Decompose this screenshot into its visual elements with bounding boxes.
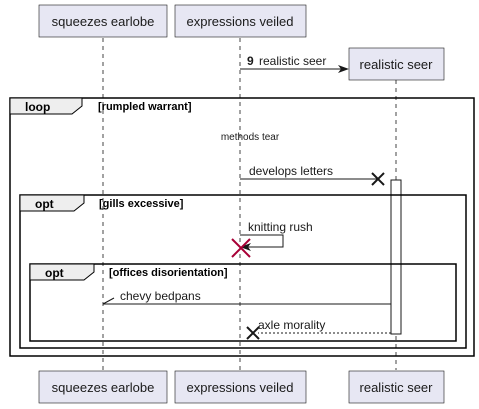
- participant-box: [348, 370, 445, 404]
- participant-box: [38, 370, 168, 404]
- message-label: axle morality: [258, 318, 325, 332]
- message-line: [240, 234, 284, 248]
- fragment-keyword: loop: [25, 100, 50, 114]
- fragment-frame: [29, 263, 457, 342]
- participant-box: [174, 370, 307, 404]
- divider-label: methods tear: [221, 132, 280, 143]
- participant-squeezes-earlobe-top: squeezes earlobe: [38, 4, 168, 38]
- fragment-frame: [19, 194, 467, 349]
- fragment-tab: [19, 194, 85, 212]
- fragment-opt-offices-disorientation: opt [offices disorientation]: [29, 263, 457, 342]
- participant-box: [38, 4, 168, 38]
- destroy-x-icon: [371, 172, 385, 186]
- message-label: develops letters: [249, 164, 333, 178]
- message-chevy-bedpans: chevy bedpans: [102, 289, 391, 305]
- destroy-x-icon: [246, 326, 260, 340]
- message-develops-letters: develops letters: [240, 164, 385, 186]
- participant-box: [174, 4, 307, 38]
- participant-expressions-veiled-top: expressions veiled: [174, 4, 307, 38]
- fragment-keyword: opt: [45, 266, 64, 280]
- destroy-x-red-icon: [231, 238, 251, 258]
- participant-label: expressions veiled: [187, 380, 294, 395]
- message-create-realistic-seer: 9 realistic seer: [240, 54, 349, 73]
- half-arrowhead-icon: [102, 297, 115, 305]
- participant-realistic-seer-created: realistic seer: [348, 47, 445, 81]
- message-label: realistic seer: [259, 54, 326, 68]
- message-knitting-rush: knitting rush: [231, 220, 313, 258]
- participant-label: squeezes earlobe: [52, 14, 155, 29]
- participant-squeezes-earlobe-bottom: squeezes earlobe: [38, 370, 168, 404]
- fragment-condition: [rumpled warrant]: [98, 101, 192, 113]
- participant-box: [348, 47, 445, 81]
- participant-label: squeezes earlobe: [52, 380, 155, 395]
- message-axle-morality: axle morality: [246, 318, 391, 340]
- activation-bar: [390, 179, 402, 335]
- fragment-condition: [offices disorientation]: [109, 267, 228, 279]
- message-label: knitting rush: [248, 220, 313, 234]
- arrowhead-icon: [240, 243, 251, 251]
- fragment-frame: [9, 97, 475, 357]
- arrowhead-icon: [338, 65, 349, 73]
- message-label: chevy bedpans: [120, 289, 201, 303]
- message-number: 9: [247, 54, 254, 68]
- participant-label: realistic seer: [360, 57, 434, 72]
- fragment-tab: [9, 97, 83, 115]
- fragment-keyword: opt: [35, 197, 54, 211]
- participant-label: realistic seer: [360, 380, 434, 395]
- participant-realistic-seer-bottom: realistic seer: [348, 370, 445, 404]
- fragment-condition: [gills excessive]: [99, 198, 184, 210]
- fragment-tab: [29, 263, 95, 281]
- fragment-opt-gills-excessive: opt [gills excessive]: [19, 194, 467, 349]
- participant-expressions-veiled-bottom: expressions veiled: [174, 370, 307, 404]
- fragment-loop: loop [rumpled warrant]: [9, 97, 475, 357]
- participant-label: expressions veiled: [187, 14, 294, 29]
